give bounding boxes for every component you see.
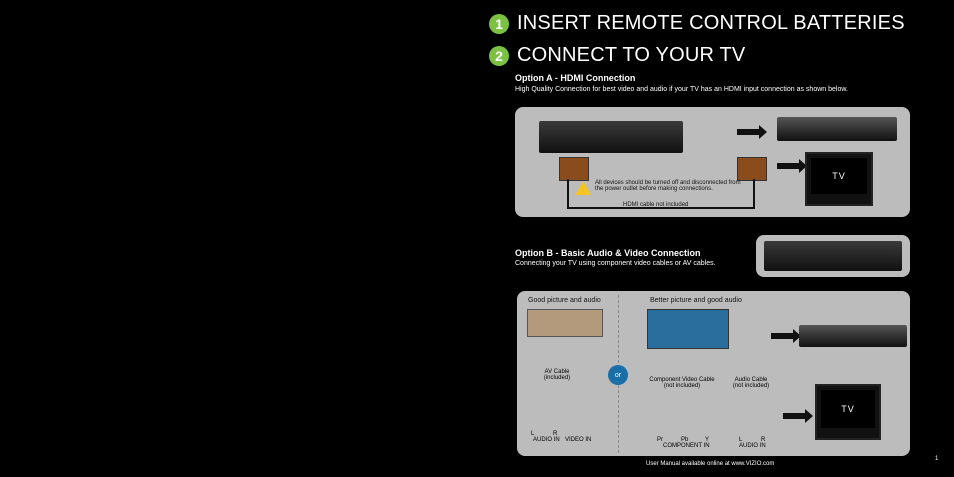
or-badge: or: [608, 365, 628, 385]
option-a-title: Option A - HDMI Connection: [515, 73, 636, 83]
option-b-title: Option B - Basic Audio & Video Connectio…: [515, 248, 701, 258]
step-title: CONNECT TO YOUR TV: [517, 44, 746, 66]
component-jack-panel: [647, 309, 729, 349]
audio-in-label: AUDIO IN: [739, 443, 766, 449]
warning-icon: [575, 181, 591, 195]
port-Pb: Pb: [681, 437, 689, 443]
page-number: 1: [935, 456, 939, 462]
hdmi-port-icon: [559, 157, 589, 181]
warning-text: All devices should be turned off and dis…: [595, 180, 741, 192]
step-2: 2 CONNECT TO YOUR TV: [489, 44, 745, 67]
hdmi-cable: [567, 207, 755, 209]
port-Pr: Pr: [657, 437, 663, 443]
set-top-box: [539, 121, 683, 153]
step-title: INSERT REMOTE CONTROL BATTERIES: [517, 12, 905, 34]
audio-in-label: AUDIO IN: [533, 437, 560, 443]
port-Y: Y: [705, 437, 710, 443]
component-cable-label: Component Video Cable (not included): [649, 377, 715, 389]
arrow-icon: [737, 125, 767, 139]
better-title: Better picture and good audio: [650, 297, 742, 304]
component-in-label: COMPONENT IN: [663, 443, 710, 449]
av-jack-panel: [527, 309, 603, 337]
step-number: 2: [489, 45, 509, 66]
step-number: 1: [489, 13, 509, 34]
stb-front: [777, 117, 897, 141]
av-diagram-panel: Good picture and audio Better picture an…: [517, 291, 910, 456]
arrow-icon: [771, 329, 801, 343]
tv-icon: TV: [815, 384, 881, 440]
stb-front: [799, 325, 907, 347]
set-top-box-panel: [756, 235, 910, 277]
option-a-desc: High Quality Connection for best video a…: [515, 86, 848, 93]
tv-label: TV: [832, 171, 846, 181]
step-1: 1 INSERT REMOTE CONTROL BATTERIES: [489, 12, 905, 35]
hdmi-port-icon: [737, 157, 767, 181]
port-L: L: [739, 437, 743, 443]
port-R: R: [553, 431, 558, 437]
tv-label: TV: [841, 404, 855, 414]
arrow-icon: [783, 409, 813, 423]
av-cable-label: AV Cable (included): [543, 369, 571, 381]
hdmi-cable: [753, 179, 755, 209]
hdmi-cable: [567, 179, 569, 209]
audio-cable-label: Audio Cable (not included): [732, 377, 770, 389]
port-R: R: [761, 437, 766, 443]
good-title: Good picture and audio: [528, 297, 601, 304]
set-top-box: [764, 241, 902, 271]
video-in-label: VIDEO IN: [565, 437, 592, 443]
hdmi-diagram-panel: All devices should be turned off and dis…: [515, 107, 910, 217]
option-b-desc: Connecting your TV using component video…: [515, 260, 716, 267]
arrow-icon: [777, 159, 807, 173]
hdmi-cable-note: HDMI cable not included: [623, 202, 689, 208]
tv-icon: TV: [805, 152, 873, 206]
footer-text: User Manual available online at www.VIZI…: [646, 461, 775, 467]
port-L: L: [531, 431, 535, 437]
